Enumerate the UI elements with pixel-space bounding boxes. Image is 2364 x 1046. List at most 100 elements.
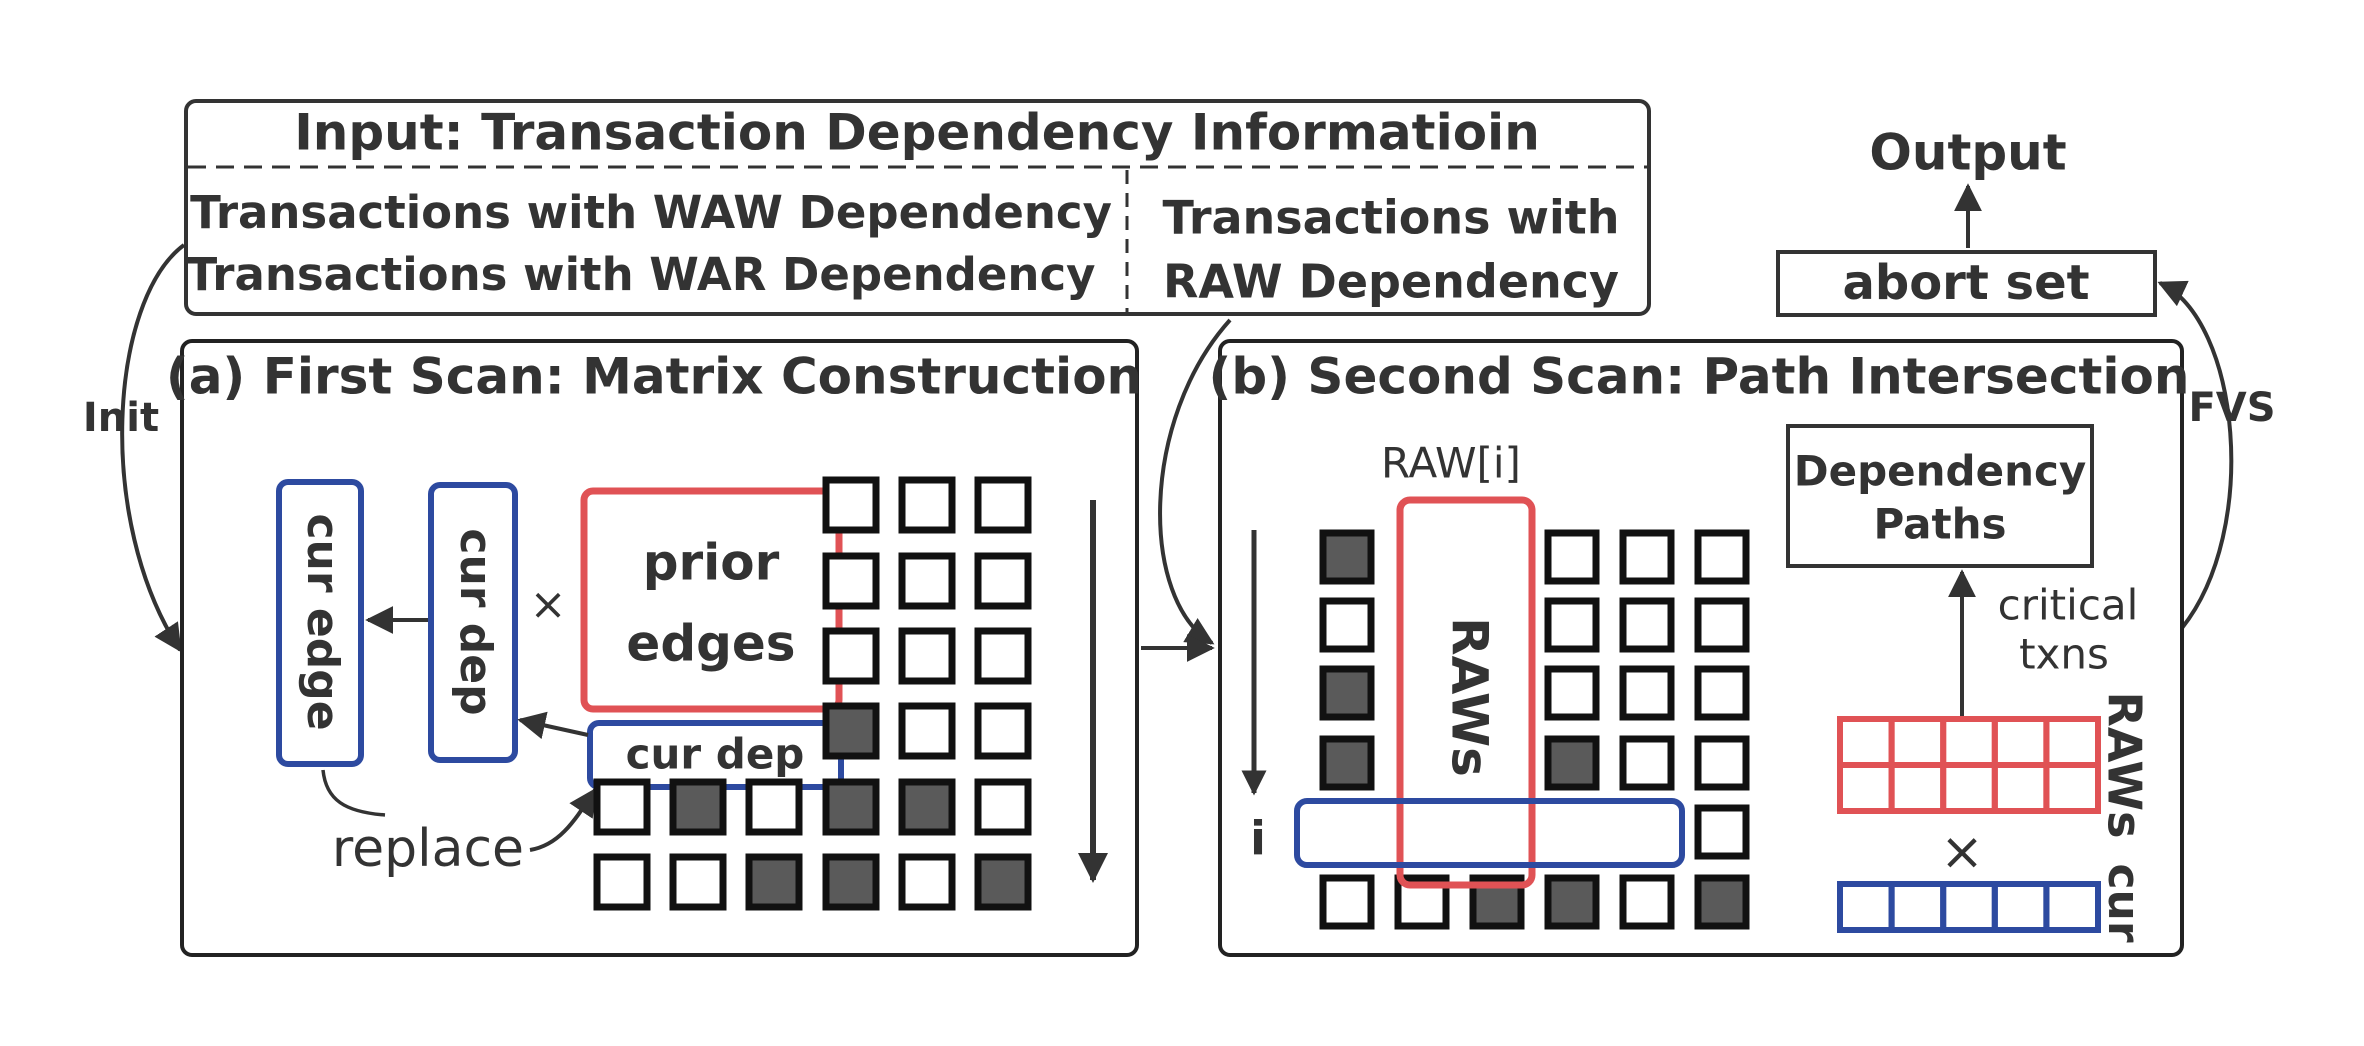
matrix-b-cell <box>1619 665 1675 721</box>
matrix-a-cell <box>974 853 1032 911</box>
matrix-a-cell <box>745 778 803 836</box>
raws-grid-cell <box>1888 716 1947 768</box>
i-label: i <box>1250 812 1266 866</box>
times-symbol-a: × <box>530 579 567 630</box>
matrix-a-cell <box>669 853 727 911</box>
raws-grid-cell <box>1837 762 1895 814</box>
prior-edges-line2: edges <box>626 615 795 673</box>
dependency-paths-line2: Paths <box>1874 500 2007 549</box>
cur-row-box-b <box>1294 798 1685 868</box>
matrix-a-cell <box>974 476 1032 534</box>
raws-grid <box>1837 716 2102 814</box>
input-box: Input: Transaction Dependency Informatio… <box>184 99 1651 316</box>
matrix-a-cell <box>593 853 651 911</box>
matrix-b-cell <box>1619 529 1675 585</box>
critical-label-line2: txns <box>2019 630 2109 679</box>
matrix-a-cell <box>898 627 956 685</box>
cur-edge-label: cur edge <box>297 513 348 730</box>
matrix-a-cell <box>822 853 880 911</box>
cur-grid-cell <box>1837 881 1895 933</box>
matrix-a-cell <box>974 552 1032 610</box>
matrix-b-cell <box>1694 529 1750 585</box>
matrix-a-cell <box>822 702 880 760</box>
times-symbol-b: × <box>1940 822 1984 882</box>
matrix-a-cell <box>822 778 880 836</box>
matrix-a-cell <box>669 778 727 836</box>
raws-grid-cell <box>1940 716 1998 768</box>
matrix-b-cell <box>1319 665 1375 721</box>
matrix-b-cell <box>1619 735 1675 791</box>
panel-a-title: (a) First Scan: Matrix Construction <box>166 348 1142 406</box>
war-label: Transactions with WAR Dependency <box>187 248 1096 301</box>
matrix-a-cell <box>745 853 803 911</box>
matrix-b-cell <box>1544 665 1600 721</box>
matrix-a-cell <box>822 552 880 610</box>
raws-grid-cell <box>2043 716 2102 768</box>
cur-grid-cell <box>2043 881 2102 933</box>
matrix-b-cell <box>1544 529 1600 585</box>
matrix-a-cell <box>898 552 956 610</box>
fvs-label: FVS <box>2188 385 2275 431</box>
matrix-b-cell <box>1544 597 1600 653</box>
replace-label: replace <box>332 819 524 879</box>
matrix-b-cell <box>1319 735 1375 791</box>
panel-b-title: (b) Second Scan: Path Intersection <box>1209 348 2190 406</box>
cur-edge-tail-curve <box>321 769 386 817</box>
cur-edge-box <box>276 479 364 767</box>
matrix-b-cell <box>1319 874 1375 930</box>
cur-side-label: cur <box>2098 863 2149 942</box>
matrix-a-cell <box>898 476 956 534</box>
raws-grid-cell <box>1991 716 2050 768</box>
matrix-b-cell <box>1544 874 1600 930</box>
raws-grid-cell <box>1991 762 2050 814</box>
abort-set-box <box>1776 250 2157 317</box>
matrix-a-cell <box>974 778 1032 836</box>
raws-grid-cell <box>1888 762 1947 814</box>
dependency-paths-box <box>1786 424 2094 568</box>
cur-dep-vertical-label: cur dep <box>450 528 501 715</box>
abort-set-label: abort set <box>1842 255 2089 311</box>
matrix-b-cell <box>1694 804 1750 860</box>
cur-grid-cell <box>1991 881 2050 933</box>
matrix-b-cell <box>1319 529 1375 585</box>
raws-column-label: RAWs <box>1441 617 1499 777</box>
matrix-b-cell <box>1694 874 1750 930</box>
panel-b: (b) Second Scan: Path Intersection RAW[i… <box>1209 339 2190 957</box>
raws-grid-cell <box>1940 762 1998 814</box>
prior-edges-box <box>580 487 843 713</box>
matrix-a-cell <box>974 627 1032 685</box>
matrix-b-cell <box>1694 735 1750 791</box>
output-group: Output abort set <box>1776 124 2157 317</box>
replace-arrow <box>529 787 597 852</box>
critical-label-line1: critical <box>1998 581 2139 630</box>
cur-grid <box>1837 881 2102 933</box>
raw-to-panel-b-arrow <box>1158 318 1232 645</box>
cur-grid-cell <box>1888 881 1947 933</box>
raw-label-line1: Transactions with <box>1163 191 1620 245</box>
cur-dep-row-label: cur dep <box>626 730 805 779</box>
fvs-arrow <box>2157 280 2234 630</box>
output-label: Output <box>1869 124 2066 182</box>
matrix-b-cell <box>1544 735 1600 791</box>
dependency-paths-line1: Dependency <box>1794 447 2087 496</box>
matrix-a-cell <box>898 778 956 836</box>
init-label: Init <box>83 395 159 441</box>
raws-grid-cell <box>2043 762 2102 814</box>
waw-label: Transactions with WAW Dependency <box>190 186 1112 239</box>
input-title: Input: Transaction Dependency Informatio… <box>294 104 1540 162</box>
cur-dep-vertical-box <box>428 482 518 763</box>
panel-a: (a) First Scan: Matrix Construction cur … <box>166 339 1142 957</box>
matrix-a-cell <box>593 778 651 836</box>
matrix-b-cell <box>1619 874 1675 930</box>
matrix-a-cell <box>974 702 1032 760</box>
prior-edges-line1: prior <box>643 534 780 592</box>
raw-i-label: RAW[i] <box>1381 439 1521 488</box>
raws-column-box <box>1396 496 1536 889</box>
matrix-a-cell <box>822 476 880 534</box>
matrix-b-cell <box>1319 597 1375 653</box>
matrix-a-cell <box>822 627 880 685</box>
matrix-a-cell <box>898 702 956 760</box>
raws-grid-cell <box>1837 716 1895 768</box>
matrix-b-cell <box>1694 665 1750 721</box>
